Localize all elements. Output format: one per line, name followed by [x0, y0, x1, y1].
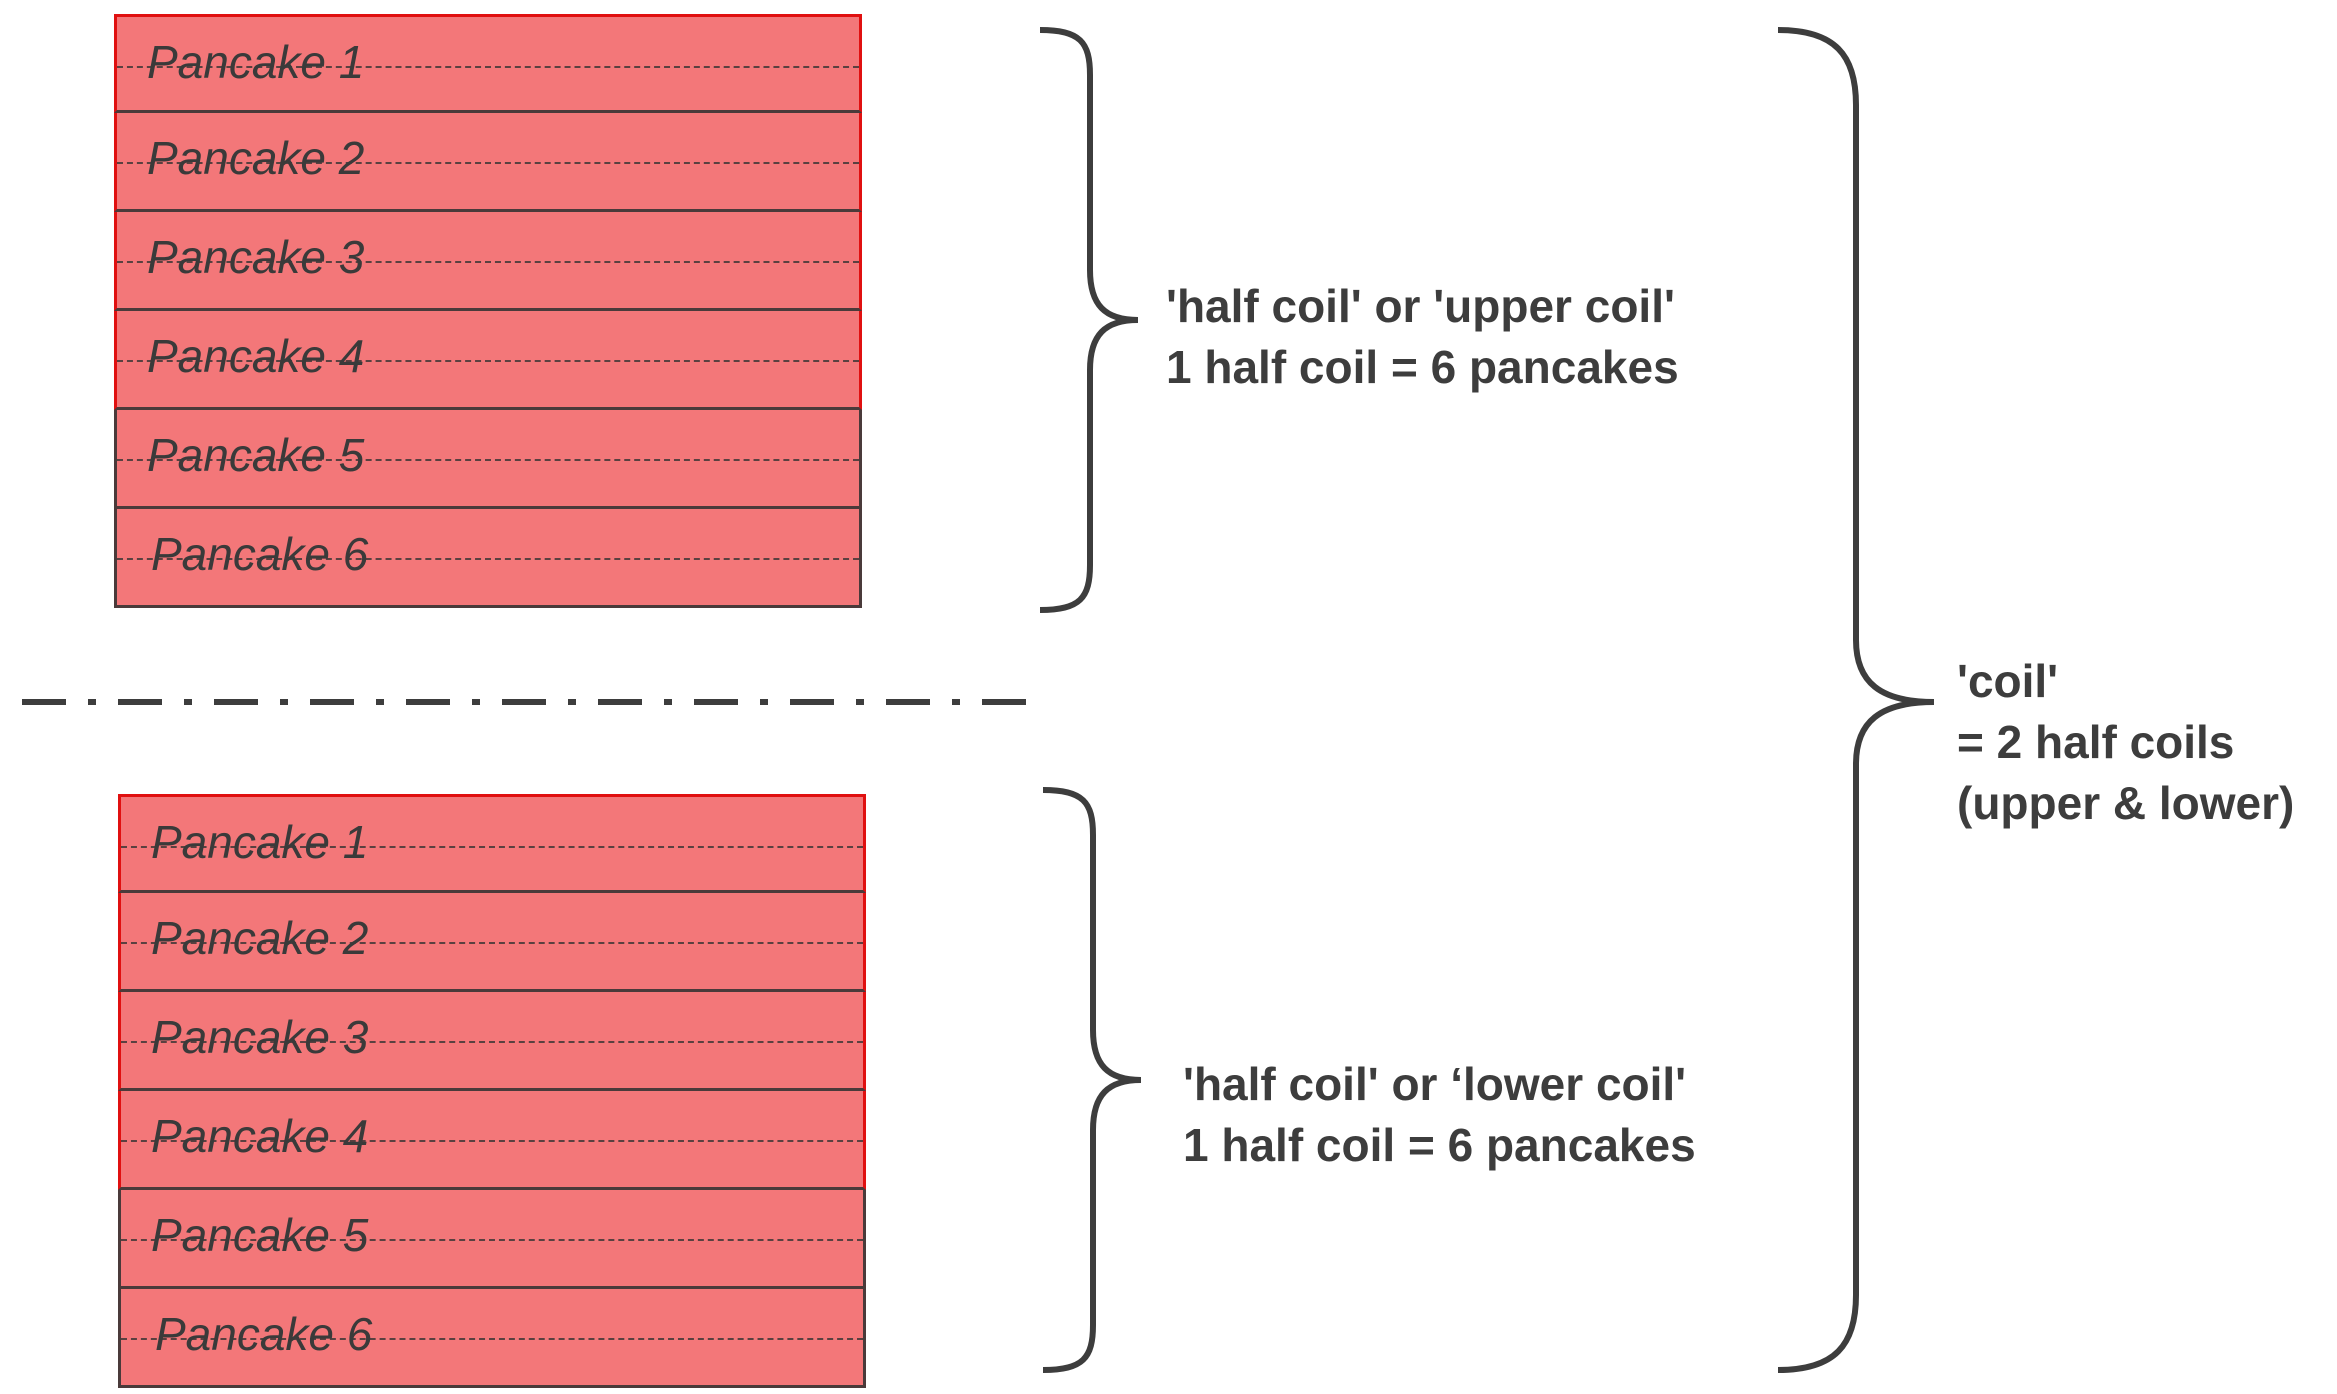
lower-half-coil-brace: [1042, 787, 1142, 1373]
pancake-label: Pancake 3: [147, 231, 365, 283]
pancake-row: Pancake 6: [114, 509, 862, 608]
pancake-centerline: [121, 1140, 863, 1142]
pancake-row: Pancake 2: [114, 113, 862, 212]
pancake-row: Pancake 4: [114, 311, 862, 410]
pancake-label: Pancake 4: [147, 330, 365, 382]
pancake-label: Pancake 6: [155, 1308, 373, 1360]
pancake-centerline: [121, 846, 863, 848]
pancake-label: Pancake 2: [151, 912, 369, 964]
upper-half-coil-brace: [1039, 27, 1139, 613]
coil-definition: = 2 half coils: [1957, 716, 2235, 768]
lower-coil-annotation: 'half coil' or ‘lower coil' 1 half coil …: [1183, 1054, 1696, 1176]
pancake-centerline: [121, 942, 863, 944]
pancake-centerline: [117, 558, 859, 560]
pancake-label: Pancake 1: [147, 36, 365, 88]
pancake-label: Pancake 2: [147, 132, 365, 184]
pancake-label: Pancake 4: [151, 1110, 369, 1162]
coil-parts: (upper & lower): [1957, 777, 2295, 829]
pancake-centerline: [121, 1239, 863, 1241]
pancake-row: Pancake 5: [118, 1190, 866, 1289]
lower-coil-count: 1 half coil = 6 pancakes: [1183, 1119, 1696, 1171]
upper-coil-count: 1 half coil = 6 pancakes: [1166, 341, 1679, 393]
full-coil-brace: [1777, 27, 1935, 1373]
pancake-row: Pancake 1: [118, 794, 866, 893]
upper-coil-annotation: 'half coil' or 'upper coil' 1 half coil …: [1166, 276, 1679, 398]
pancake-row: Pancake 3: [114, 212, 862, 311]
pancake-row: Pancake 1: [114, 14, 862, 113]
pancake-centerline: [121, 1041, 863, 1043]
lower-pancake-stack: Pancake 1 Pancake 2 Pancake 3 Pancake 4 …: [118, 794, 866, 1388]
lower-coil-title: 'half coil' or ‘lower coil': [1183, 1058, 1687, 1110]
coil-annotation: 'coil' = 2 half coils (upper & lower): [1957, 651, 2294, 834]
upper-coil-title: 'half coil' or 'upper coil': [1166, 280, 1675, 332]
coil-title: 'coil': [1957, 655, 2059, 707]
pancake-row: Pancake 4: [118, 1091, 866, 1190]
pancake-row: Pancake 3: [118, 992, 866, 1091]
pancake-centerline: [117, 66, 859, 68]
pancake-label: Pancake 3: [151, 1011, 369, 1063]
pancake-row: Pancake 5: [114, 410, 862, 509]
pancake-centerline: [117, 162, 859, 164]
pancake-label: Pancake 5: [147, 429, 365, 481]
pancake-centerline: [117, 360, 859, 362]
pancake-row: Pancake 6: [118, 1289, 866, 1388]
pancake-label: Pancake 6: [151, 528, 369, 580]
pancake-label: Pancake 5: [151, 1209, 369, 1261]
pancake-centerline: [117, 261, 859, 263]
upper-pancake-stack: Pancake 1 Pancake 2 Pancake 3 Pancake 4 …: [114, 14, 862, 608]
pancake-row: Pancake 2: [118, 893, 866, 992]
pancake-centerline: [121, 1338, 863, 1340]
pancake-centerline: [117, 459, 859, 461]
pancake-label: Pancake 1: [151, 816, 369, 868]
